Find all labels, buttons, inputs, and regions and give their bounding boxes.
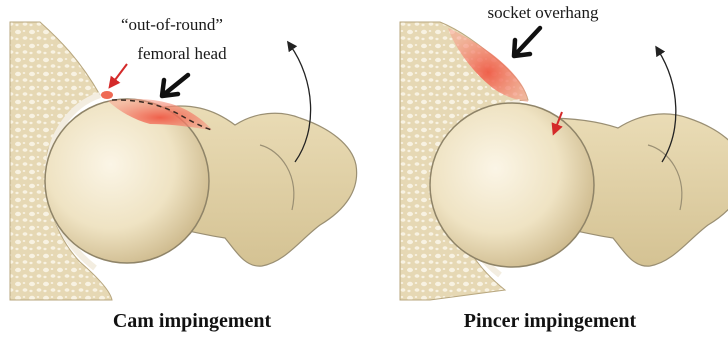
cam-caption: Cam impingement <box>113 310 272 332</box>
pincer-panel: socket overhang Pincer impingement <box>400 3 728 332</box>
cam-labrum <box>101 91 113 99</box>
cam-annotation-line2: femoral head <box>137 44 227 63</box>
cam-red-pointer-arrow <box>112 64 127 84</box>
pincer-black-arrow <box>514 28 540 56</box>
cam-annotation-line1: “out-of-round” <box>121 15 223 34</box>
cam-black-arrow <box>162 75 188 96</box>
pincer-femoral-head <box>430 103 594 267</box>
svg-text:“out-of-round”: “out-of-round” <box>121 15 223 34</box>
svg-text:femoral head: femoral head <box>137 44 227 63</box>
cam-panel: “out-of-round” femoral head Cam impingem… <box>10 15 357 332</box>
pincer-caption: Pincer impingement <box>464 310 637 332</box>
pincer-annotation: socket overhang <box>488 3 599 22</box>
